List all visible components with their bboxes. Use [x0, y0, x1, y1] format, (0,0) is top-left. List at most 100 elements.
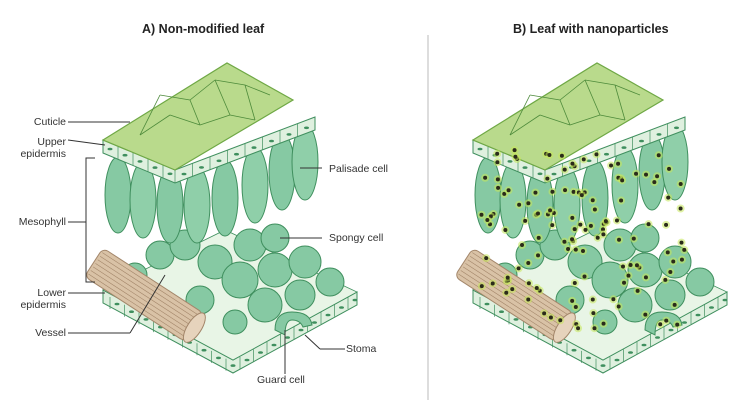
spongy-cell	[222, 309, 248, 335]
nanoparticle	[520, 242, 525, 247]
cell-nucleus	[628, 351, 633, 354]
nanoparticle	[495, 151, 500, 156]
nanoparticle	[580, 248, 585, 253]
nanoparticle	[503, 227, 508, 232]
label-lower-epidermis-line2: epidermis	[20, 299, 66, 311]
nanoparticle	[542, 311, 547, 316]
cell-nucleus	[655, 336, 660, 339]
cuticle-cell-wall	[584, 79, 601, 116]
nanoparticle	[626, 273, 631, 278]
cell-nucleus	[251, 146, 257, 149]
nanoparticle	[643, 275, 648, 280]
spongy-cell	[284, 279, 316, 311]
label-upper-epidermis-line1: Upper	[37, 136, 66, 148]
label-mesophyll: Mesophyll	[18, 216, 66, 228]
cell-nucleus	[586, 159, 592, 163]
nanoparticle	[550, 189, 555, 194]
cuticle-cell-wall	[584, 79, 616, 86]
cell-nucleus	[181, 172, 187, 176]
cell-nucleus	[352, 298, 358, 302]
nanoparticle	[582, 274, 587, 279]
nanoparticle	[652, 180, 657, 185]
nanoparticle	[592, 207, 597, 212]
nanoparticle	[664, 222, 669, 227]
cell-nucleus	[258, 351, 263, 354]
cuticle	[101, 62, 295, 171]
nanoparticle	[517, 202, 522, 207]
label-spongy-cell: Spongy cell	[329, 232, 384, 244]
nanoparticle	[601, 232, 606, 237]
leaf-block-1	[456, 62, 728, 374]
spongy-cell	[685, 267, 715, 297]
nanoparticle	[550, 223, 555, 228]
cell-nucleus	[298, 328, 304, 332]
nanoparticle	[622, 280, 627, 285]
cell-nucleus	[114, 302, 120, 306]
vessel-stripe	[460, 270, 559, 334]
cell-nucleus	[143, 318, 149, 321]
cuticle-cell-wall	[214, 79, 231, 116]
nanoparticle	[619, 198, 624, 203]
palisade-cell	[211, 159, 239, 237]
nanoparticle	[566, 247, 571, 252]
cell-nucleus	[682, 321, 687, 324]
cell-nucleus	[244, 358, 250, 362]
nanoparticle	[570, 161, 575, 166]
nanoparticle	[620, 178, 625, 183]
label-lower-epidermis-line1: Lower	[37, 287, 66, 299]
cuticle-cell-wall	[159, 94, 191, 101]
cuticle-cell-wall	[559, 79, 586, 101]
cuticle-cell-wall	[244, 84, 256, 121]
nanoparticle	[506, 188, 511, 193]
cell-nucleus	[614, 358, 620, 362]
nanoparticle	[483, 175, 488, 180]
nanoparticle	[655, 174, 660, 179]
nanoparticle	[658, 322, 663, 327]
nanoparticle	[666, 195, 671, 200]
nanoparticle	[526, 281, 531, 286]
cuticle-cell-wall	[529, 94, 561, 101]
nanoparticle	[502, 191, 507, 196]
palisade-cell	[241, 146, 269, 224]
cuticle-cell-wall	[509, 114, 541, 136]
nanoparticle	[570, 237, 575, 242]
nanoparticle	[495, 177, 500, 182]
nanoparticle	[667, 166, 672, 171]
nanoparticle	[516, 266, 521, 271]
cell-nucleus	[513, 318, 519, 321]
vessel-stripe	[95, 263, 193, 327]
cell-nucleus	[571, 348, 577, 352]
nanoparticle	[588, 223, 593, 228]
cell-nucleus	[325, 313, 331, 317]
nanoparticle	[512, 148, 517, 153]
palisade-cell	[611, 146, 639, 224]
cell-nucleus	[722, 298, 728, 302]
vessel-stripe	[458, 273, 556, 338]
nanoparticle	[535, 211, 540, 216]
cell-nucleus	[604, 152, 609, 156]
cell-nucleus	[656, 133, 662, 136]
cell-nucleus	[269, 139, 274, 143]
cuticle-cell-wall	[244, 84, 271, 96]
nanoparticle	[664, 318, 669, 323]
nanoparticle	[643, 312, 648, 317]
nanoparticle	[646, 222, 651, 227]
nanoparticle	[533, 190, 538, 195]
nanoparticle	[504, 290, 509, 295]
cell-nucleus	[312, 321, 317, 324]
nanoparticle	[601, 227, 606, 232]
cuticle-cell-wall	[539, 114, 571, 126]
nanoparticle	[675, 322, 680, 327]
nanoparticle	[601, 321, 606, 326]
nanoparticle	[578, 222, 583, 227]
cell-nucleus	[522, 166, 528, 169]
nanoparticle	[479, 212, 484, 217]
cell-nucleus	[639, 139, 644, 143]
vessel-stripe	[102, 252, 200, 317]
cell-nucleus	[230, 364, 236, 367]
leader-line	[129, 274, 166, 334]
nanoparticle	[634, 263, 639, 268]
cell-nucleus	[586, 356, 591, 360]
nanoparticle	[631, 236, 636, 241]
cell-nucleus	[216, 159, 222, 163]
